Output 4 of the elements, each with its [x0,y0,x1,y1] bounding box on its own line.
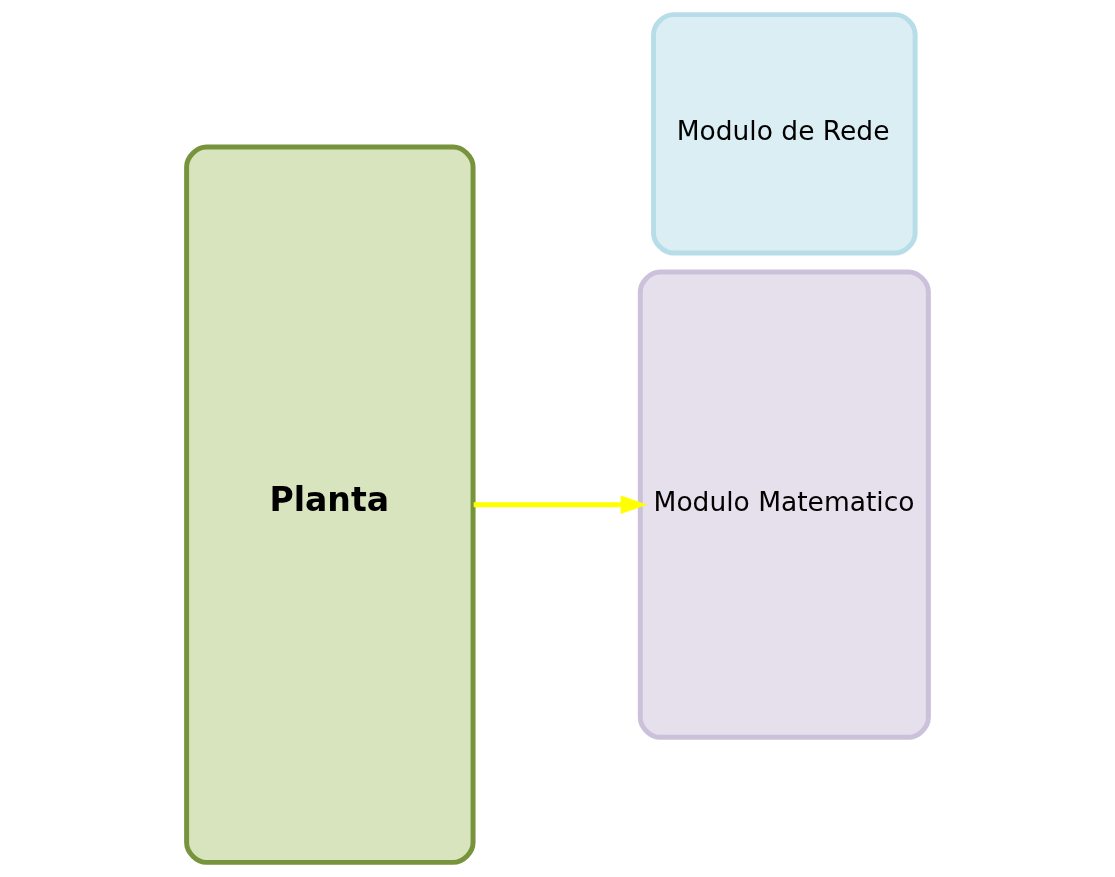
node-box: Modulo Matematico [637,269,931,740]
arrow [473,495,648,515]
node-box: Modulo de Rede [651,12,918,256]
node-box: Planta [184,144,476,865]
